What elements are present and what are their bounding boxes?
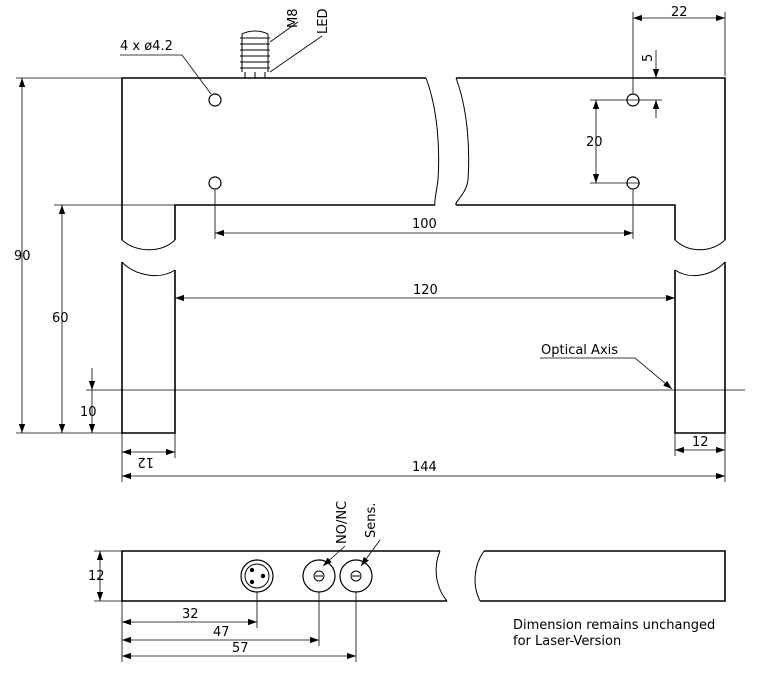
leg-break-left-lower <box>121 261 176 277</box>
mounting-hole-icon <box>208 176 222 190</box>
sensitivity-pot-icon <box>339 559 373 593</box>
mounting-hole-icon <box>208 93 222 107</box>
break-line-top-left <box>425 77 440 206</box>
dim-100: 100 <box>412 217 437 232</box>
holes-leader <box>120 54 212 95</box>
leg-break-left-upper <box>121 239 176 251</box>
optical-axis-leader <box>540 357 673 390</box>
optical-axis-label: Optical Axis <box>541 343 618 358</box>
no-nc-switch-icon <box>302 559 336 593</box>
note-line-2: for Laser-Version <box>513 634 621 649</box>
bottom-housing-left <box>121 550 447 602</box>
left-leg <box>121 262 176 434</box>
dim-12-right: 12 <box>692 435 709 450</box>
bottom-break-right <box>474 550 485 602</box>
leg-break-right-lower <box>674 261 726 277</box>
right-leg <box>674 262 726 434</box>
dim-10: 10 <box>80 405 97 420</box>
m8-connector-icon <box>240 30 270 78</box>
dim-12-left: 12 <box>137 454 154 469</box>
dim-57: 57 <box>232 641 249 656</box>
led-label: LED <box>316 9 331 34</box>
no-nc-leader <box>322 545 346 567</box>
dim-22: 22 <box>671 5 688 20</box>
dim-60: 60 <box>52 311 69 326</box>
leg-break-right-upper <box>674 239 726 251</box>
bottom-break-left <box>435 550 448 602</box>
m8-socket-icon <box>240 559 274 593</box>
note-line-1: Dimension remains unchanged <box>513 618 715 633</box>
bottom-housing-right <box>480 550 726 602</box>
m8-label: M8 <box>286 9 301 29</box>
sens-label: Sens. <box>364 503 379 538</box>
dim-120: 120 <box>413 283 438 298</box>
dim-5: 5 <box>641 54 656 62</box>
no-nc-label: NO/NC <box>335 501 350 544</box>
front-view-dimensions: 22 5 20 100 90 60 10 120 <box>14 5 726 482</box>
housing-right-section <box>456 77 726 240</box>
dim-144: 144 <box>412 460 437 475</box>
dim-90: 90 <box>14 249 31 264</box>
m8-leader <box>269 21 299 43</box>
dim-32: 32 <box>182 607 199 622</box>
sens-leader <box>360 539 381 567</box>
dim-20: 20 <box>586 135 603 150</box>
break-line-top-right <box>455 77 470 206</box>
dim-47: 47 <box>213 625 230 640</box>
dim-thickness-12: 12 <box>88 569 105 584</box>
led-leader <box>269 35 323 73</box>
holes-label: 4 x ø4.2 <box>120 39 173 54</box>
bottom-view: NO/NC Sens. 12 32 47 57 Dimension remain… <box>88 501 726 662</box>
housing-left-section <box>121 77 435 240</box>
